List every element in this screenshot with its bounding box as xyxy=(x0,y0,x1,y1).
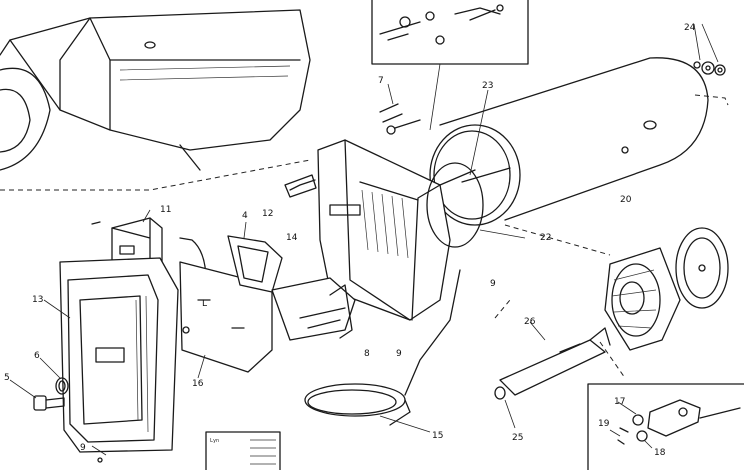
callout-9-bottom: 9 xyxy=(80,443,86,453)
air-guide xyxy=(271,277,356,341)
callout-15: 15 xyxy=(432,431,443,441)
callout-6: 6 xyxy=(34,351,40,361)
washers-24 xyxy=(693,23,726,76)
rating-plate-text: Lyn xyxy=(210,438,219,444)
rating-plate xyxy=(205,431,281,470)
callout-24: 24 xyxy=(684,23,696,33)
pump-guide xyxy=(494,299,626,379)
callout-14: 14 xyxy=(286,233,298,243)
callout-25: 25 xyxy=(512,433,523,443)
motor-shaft xyxy=(494,321,611,429)
callout-19: 19 xyxy=(598,419,610,429)
housing-inset xyxy=(0,9,311,191)
callout-5: 5 xyxy=(4,373,10,383)
flange-ring xyxy=(426,89,526,248)
callout-18: 18 xyxy=(654,448,666,458)
motor-plate xyxy=(675,227,729,309)
callout-9-upper: 9 xyxy=(490,279,496,289)
pump-inset xyxy=(587,383,744,470)
bracket-4 xyxy=(227,221,283,293)
fittings-inset xyxy=(371,0,529,131)
callout-17: 17 xyxy=(614,397,625,407)
combustion-tube xyxy=(429,57,729,256)
plate-letter: L xyxy=(202,299,207,309)
callout-7: 7 xyxy=(378,76,384,86)
callout-11: 11 xyxy=(160,205,171,215)
callout-23: 23 xyxy=(482,81,493,91)
callout-26: 26 xyxy=(524,317,536,327)
mounting-plate xyxy=(179,261,273,379)
callout-13: 13 xyxy=(32,295,43,305)
callout-16: 16 xyxy=(192,379,204,389)
callout-22: 22 xyxy=(540,233,551,243)
callout-12: 12 xyxy=(262,209,273,219)
burner-body xyxy=(284,139,451,321)
fasteners-5-6 xyxy=(9,357,69,411)
front-housing xyxy=(43,257,179,463)
callout-4: 4 xyxy=(242,211,248,221)
cable-coil xyxy=(304,269,461,433)
callout-20: 20 xyxy=(620,195,632,205)
callout-9-lower: 9 xyxy=(396,349,402,359)
electrode-7 xyxy=(379,83,421,135)
callout-8: 8 xyxy=(364,349,370,359)
fan-wheel xyxy=(604,247,681,351)
